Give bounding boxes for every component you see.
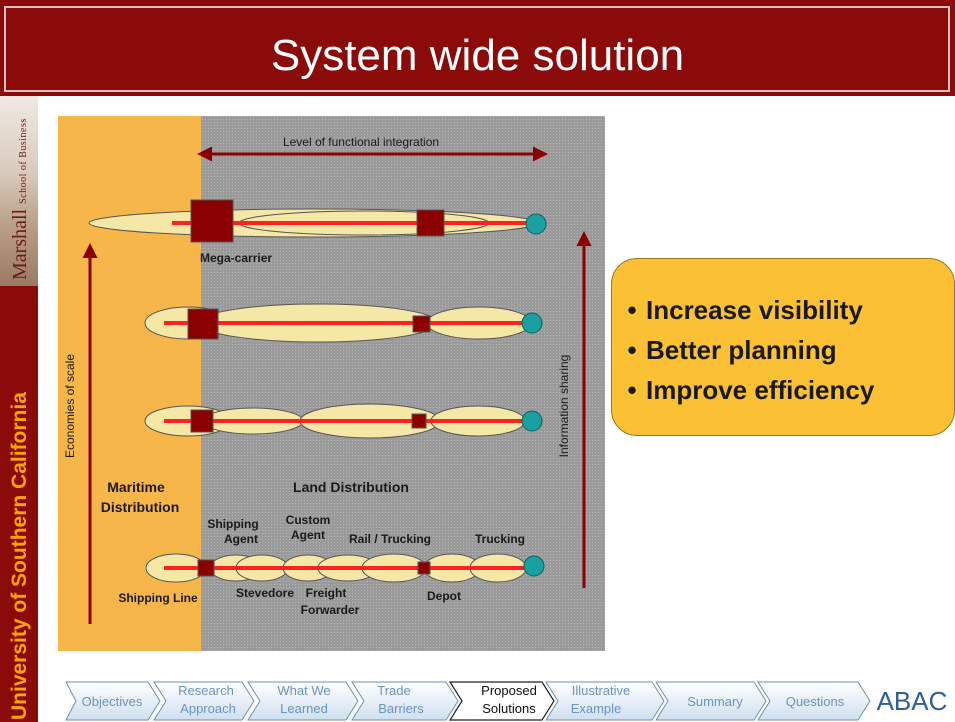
land-label: Land Distribution xyxy=(293,479,409,495)
title-frame xyxy=(4,6,950,92)
row-mega-carrier: Mega-carrier xyxy=(88,199,547,265)
benefits-list: Increase visibility Better planning Impr… xyxy=(618,290,874,410)
shipping-agent-label-1: Shipping xyxy=(207,517,258,531)
rail-trucking-label: Rail / Trucking xyxy=(349,532,431,546)
school-name: Marshall School of Business xyxy=(5,100,35,280)
custom-agent-label-2: Agent xyxy=(291,528,325,542)
endpoint-row3 xyxy=(521,410,543,432)
stevedore-label: Stevedore xyxy=(236,586,294,600)
row-2 xyxy=(144,303,543,343)
mega-carrier-label: Mega-carrier xyxy=(200,251,272,265)
node-row2-b xyxy=(412,315,431,333)
node-mega-small xyxy=(416,209,445,237)
benefit-item: Increase visibility xyxy=(618,290,874,330)
nav-summary[interactable]: Summary xyxy=(655,681,767,721)
row-detailed: Shipping Agent Custom Agent Rail / Truck… xyxy=(118,513,545,617)
nav-label-learned-line[interactable]: What We xyxy=(277,683,330,698)
node-row3-a xyxy=(190,409,214,433)
nav-label-example-line[interactable]: Illustrative xyxy=(572,683,631,698)
abac-logo: ABAC xyxy=(877,686,948,716)
nav-chevron-barriers[interactable] xyxy=(351,681,459,721)
nav-chevron-solutions[interactable] xyxy=(448,681,555,721)
nav-chevron-research[interactable] xyxy=(153,681,255,721)
nav-label-barriers-line[interactable]: Trade xyxy=(377,683,410,698)
nav-label-summary[interactable]: Summary xyxy=(687,694,743,709)
endpoint-detailed xyxy=(523,555,545,577)
trucking-label: Trucking xyxy=(475,532,525,546)
maritime-label-2: Distribution xyxy=(101,499,180,515)
row-3 xyxy=(144,403,543,439)
benefit-item: Better planning xyxy=(618,330,874,370)
nav-learned[interactable]: What We Learned xyxy=(247,681,359,721)
nav-label-objectives[interactable]: Objectives xyxy=(82,694,143,709)
sidebar-photo xyxy=(0,96,38,286)
slide-title: System wide solution xyxy=(270,31,685,80)
custom-agent-label-1: Custom xyxy=(286,513,331,527)
shipping-agent-label-2: Agent xyxy=(224,532,258,546)
shipping-line-label: Shipping Line xyxy=(118,591,198,605)
nav-label-barriers-line[interactable]: Barriers xyxy=(378,701,424,716)
node-mega-large xyxy=(190,199,234,243)
nav-label-questions[interactable]: Questions xyxy=(786,694,845,709)
school-name-text: Marshall xyxy=(9,208,31,280)
nav-objectives[interactable]: Objectives xyxy=(65,681,161,721)
nav-chevron-objectives[interactable] xyxy=(65,681,161,721)
nav-label-example-line[interactable]: Example xyxy=(571,701,622,716)
right-arrow-label: Information sharing xyxy=(557,355,571,458)
nav-label-solutions-line[interactable]: Solutions xyxy=(482,701,536,716)
node-row3-b xyxy=(411,413,427,429)
university-name: University of Southern California xyxy=(8,392,31,720)
freight-forwarder-label-2: Forwarder xyxy=(301,603,360,617)
maritime-label-1: Maritime xyxy=(107,479,165,495)
benefit-item: Improve efficiency xyxy=(618,370,874,410)
top-arrow-label: Level of functional integration xyxy=(283,135,439,149)
endpoint-mega xyxy=(525,213,547,235)
title-bar xyxy=(0,0,955,96)
nav-chevron-learned[interactable] xyxy=(247,681,359,721)
left-arrow-label: Economies of scale xyxy=(63,354,77,458)
nav-chevron-example[interactable] xyxy=(545,681,665,721)
freight-forwarder-label-1: Freight xyxy=(306,586,347,600)
nav-label-research-line[interactable]: Research xyxy=(178,683,234,698)
nav-questions[interactable]: Questions xyxy=(757,681,871,721)
endpoint-row2 xyxy=(521,312,543,334)
nav-chevron-summary[interactable] xyxy=(655,681,767,721)
node-detailed-a xyxy=(197,559,215,577)
nav-label-solutions-line[interactable]: Proposed xyxy=(481,683,537,698)
integration-diagram: Level of functional integration Economie… xyxy=(58,116,605,651)
node-row2-a xyxy=(187,308,219,340)
nav-label-learned[interactable]: What We Learned xyxy=(277,683,330,716)
node-detailed-b xyxy=(417,561,431,575)
school-sub-text: School of Business xyxy=(18,118,29,204)
abac-logo-text: ABAC xyxy=(877,686,948,716)
nav-label-research-line[interactable]: Approach xyxy=(180,701,236,716)
nav-label-learned-line[interactable]: Learned xyxy=(280,701,328,716)
nav-chevron-questions[interactable] xyxy=(757,681,871,721)
depot-label: Depot xyxy=(427,589,461,603)
